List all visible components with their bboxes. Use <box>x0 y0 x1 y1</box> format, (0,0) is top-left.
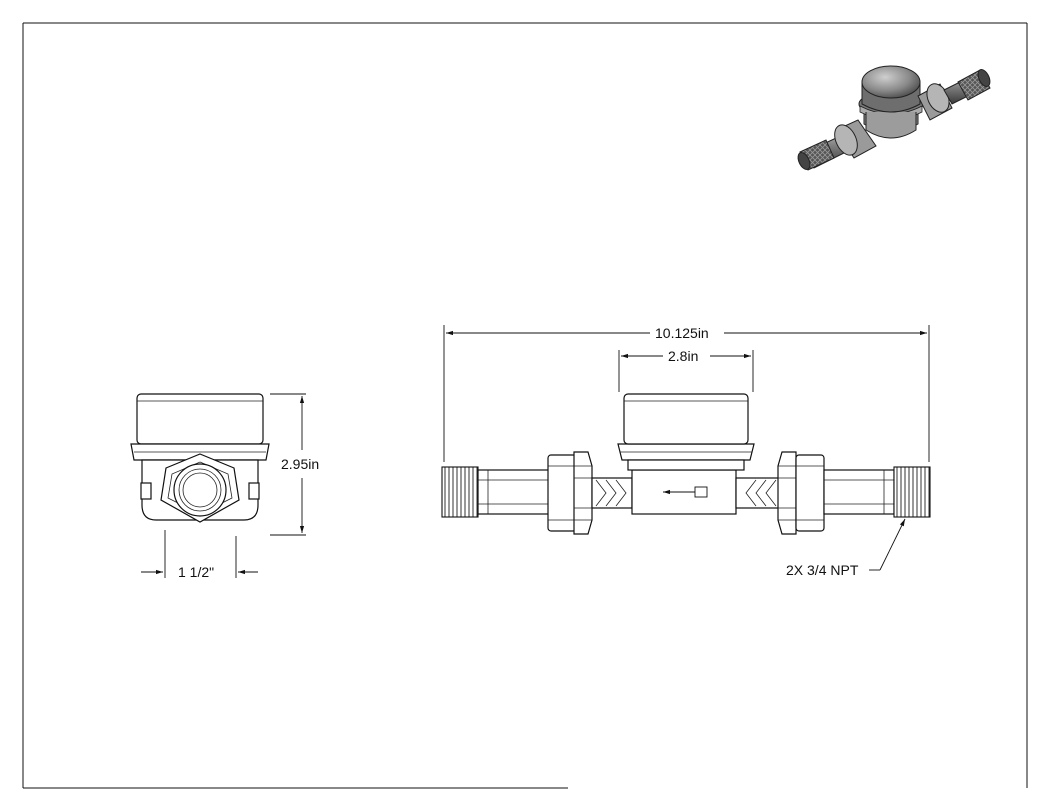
sheet-border <box>22 22 1028 789</box>
end-bore-outer <box>173 463 227 517</box>
dim-body-width: 2.8in <box>618 348 754 392</box>
left-pipe <box>477 469 551 515</box>
end-cap <box>136 393 264 445</box>
meter-collar-base <box>627 459 745 471</box>
dim-body-width-label: 2.8in <box>668 348 698 364</box>
dim-height-label: 2.95in <box>281 456 319 472</box>
dim-overall-length-label: 10.125in <box>655 325 709 341</box>
dim-pipe-size: 1 1/2" <box>141 530 258 580</box>
right-neck <box>735 477 781 509</box>
left-nut <box>573 451 593 535</box>
right-thread <box>893 466 931 518</box>
dim-pipe-size-label: 1 1/2" <box>178 564 214 580</box>
thread-callout-label: 2X 3/4 NPT <box>786 562 859 578</box>
dim-height: 2.95in <box>270 393 319 536</box>
right-pipe <box>823 469 895 515</box>
iso-left-nut <box>834 119 877 159</box>
dim-overall-length: 10.125in <box>443 325 930 462</box>
right-nut <box>777 451 797 535</box>
end-boss-left <box>140 482 152 500</box>
flow-arrow-icon <box>663 486 708 498</box>
isometric-view <box>797 65 991 171</box>
end-view: 2.95in 1 1/2" <box>130 393 319 580</box>
iso-right-pipe <box>943 69 991 105</box>
end-boss-right <box>248 482 260 500</box>
left-thread <box>441 466 479 518</box>
iso-cap <box>861 65 921 113</box>
iso-right-nut <box>917 83 953 121</box>
front-view: 10.125in 2.8in 2X 3/4 NPT <box>441 325 931 578</box>
thread-callout: 2X 3/4 NPT <box>786 518 906 578</box>
meter-cap <box>623 393 749 445</box>
